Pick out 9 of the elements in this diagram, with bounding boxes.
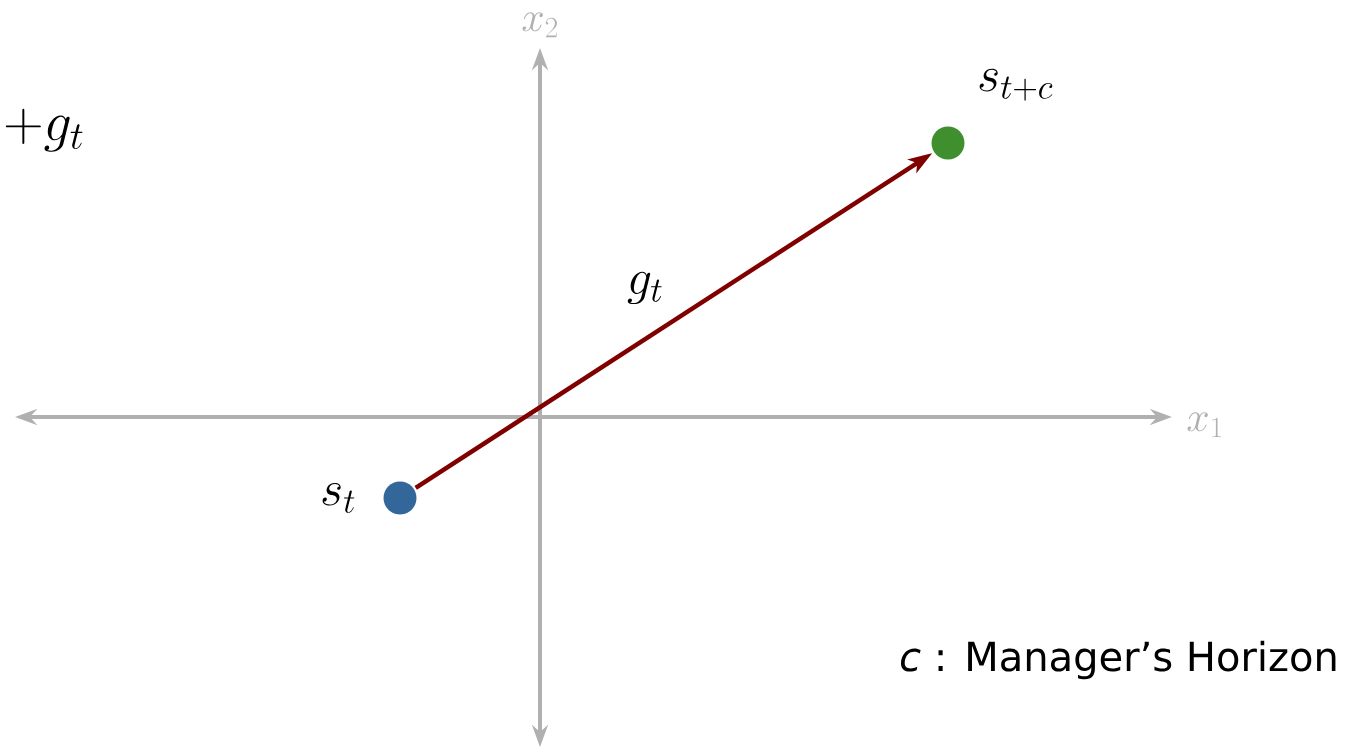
point-label: $s_t$ — [322, 482, 355, 513]
point-dot — [931, 126, 965, 160]
axis-label: $x_1$ — [1187, 412, 1221, 438]
axis-label: $x_2$ — [522, 12, 557, 38]
formula-label: $+ g_t$ — [5, 108, 83, 152]
edge-label: $g_t$ — [624, 270, 666, 306]
caption-text: c : Manager’s Horizon — [900, 640, 1336, 680]
point-dot — [383, 481, 417, 515]
point-label: $s_{t+c}$ — [979, 68, 1053, 101]
